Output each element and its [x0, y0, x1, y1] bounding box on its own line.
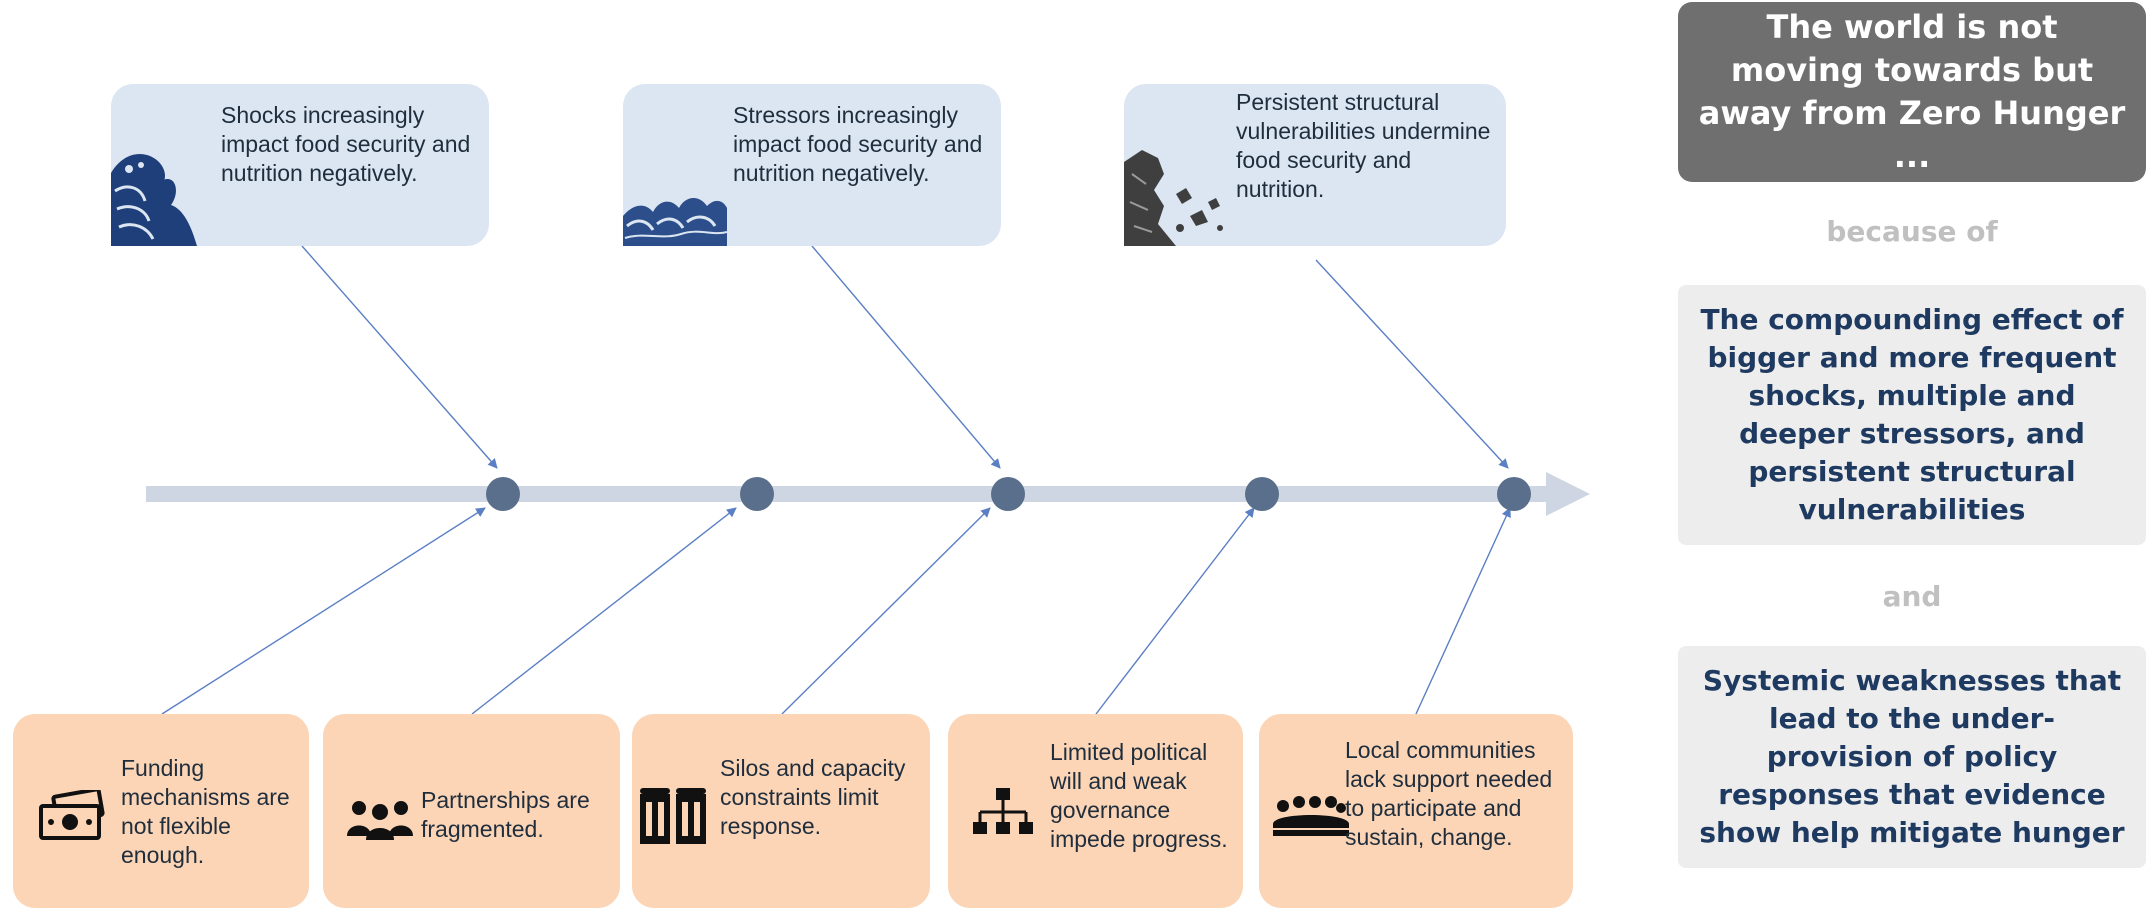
root-cause-text-compounding: The compounding effect of bigger and mor…	[1700, 303, 2124, 526]
root-cause-box-compounding: The compounding effect of bigger and mor…	[1678, 285, 2146, 545]
cause-box-structural: Persistent structural vulnerabilities un…	[1124, 84, 1506, 246]
connector-structural	[1315, 259, 1509, 469]
spine-node	[1497, 477, 1531, 511]
spine-node	[1245, 477, 1279, 511]
spine-node	[740, 477, 774, 511]
cause-text-funding-label: Funding mechanisms are not flexible enou…	[121, 755, 290, 868]
cause-text-structural: Persistent structural vulnerabilities un…	[1236, 89, 1491, 202]
cause-box-partnerships: Partnerships are fragmented.	[323, 714, 620, 908]
spine-arrowhead	[1546, 472, 1590, 516]
summary-text: The world is not moving towards but away…	[1698, 8, 2126, 175]
connector-silos	[781, 507, 991, 715]
cause-box-funding: Funding mechanisms are not flexible enou…	[13, 714, 309, 908]
cause-text-shocks: Shocks increasingly impact food security…	[221, 102, 471, 186]
wave-icon	[111, 153, 197, 246]
cause-box-shocks: Shocks increasingly impact food security…	[111, 84, 489, 246]
cause-text-partnerships: Partnerships are fragmented.	[421, 787, 590, 842]
connector-partnerships	[471, 507, 737, 715]
cause-box-communities: Local communities lack support needed to…	[1259, 714, 1573, 908]
spine-node	[991, 477, 1025, 511]
connector-communities	[1415, 507, 1511, 715]
silos-icon	[640, 788, 706, 844]
cause-text-communities: Local communities lack support needed to…	[1345, 737, 1553, 850]
crumbling-rock-icon	[1124, 150, 1223, 246]
community-meeting-icon	[1273, 796, 1349, 836]
connector-funding	[161, 507, 486, 715]
root-cause-text-systemic: Systemic weaknesses that lead to the und…	[1699, 664, 2125, 849]
money-icon	[39, 790, 105, 840]
cause-text-silos: Silos and capacity constraints limit res…	[720, 755, 906, 839]
connector-shocks	[301, 245, 498, 469]
cause-box-stressors: Stressors increasingly impact food secur…	[623, 84, 1001, 246]
cause-box-silos: Silos and capacity constraints limit res…	[632, 714, 930, 908]
cause-box-governance: Limited political will and weak governan…	[948, 714, 1243, 908]
connector-because-of: because of	[1826, 215, 1998, 248]
cause-text-stressors: Stressors increasingly impact food secur…	[733, 102, 983, 186]
cause-text-funding: Funding mechanisms are not flexible enou…	[121, 754, 301, 870]
spine-node	[486, 477, 520, 511]
summary-box: The world is not moving towards but away…	[1678, 2, 2146, 182]
connector-governance	[1095, 507, 1255, 715]
org-chart-icon	[973, 788, 1033, 834]
root-cause-box-systemic: Systemic weaknesses that lead to the und…	[1678, 646, 2146, 868]
connector-stressors	[811, 245, 1001, 469]
cause-text-governance: Limited political will and weak governan…	[1050, 739, 1228, 852]
people-group-icon	[347, 801, 413, 840]
waves-icon	[623, 197, 727, 246]
connector-and: and	[1882, 580, 1942, 613]
